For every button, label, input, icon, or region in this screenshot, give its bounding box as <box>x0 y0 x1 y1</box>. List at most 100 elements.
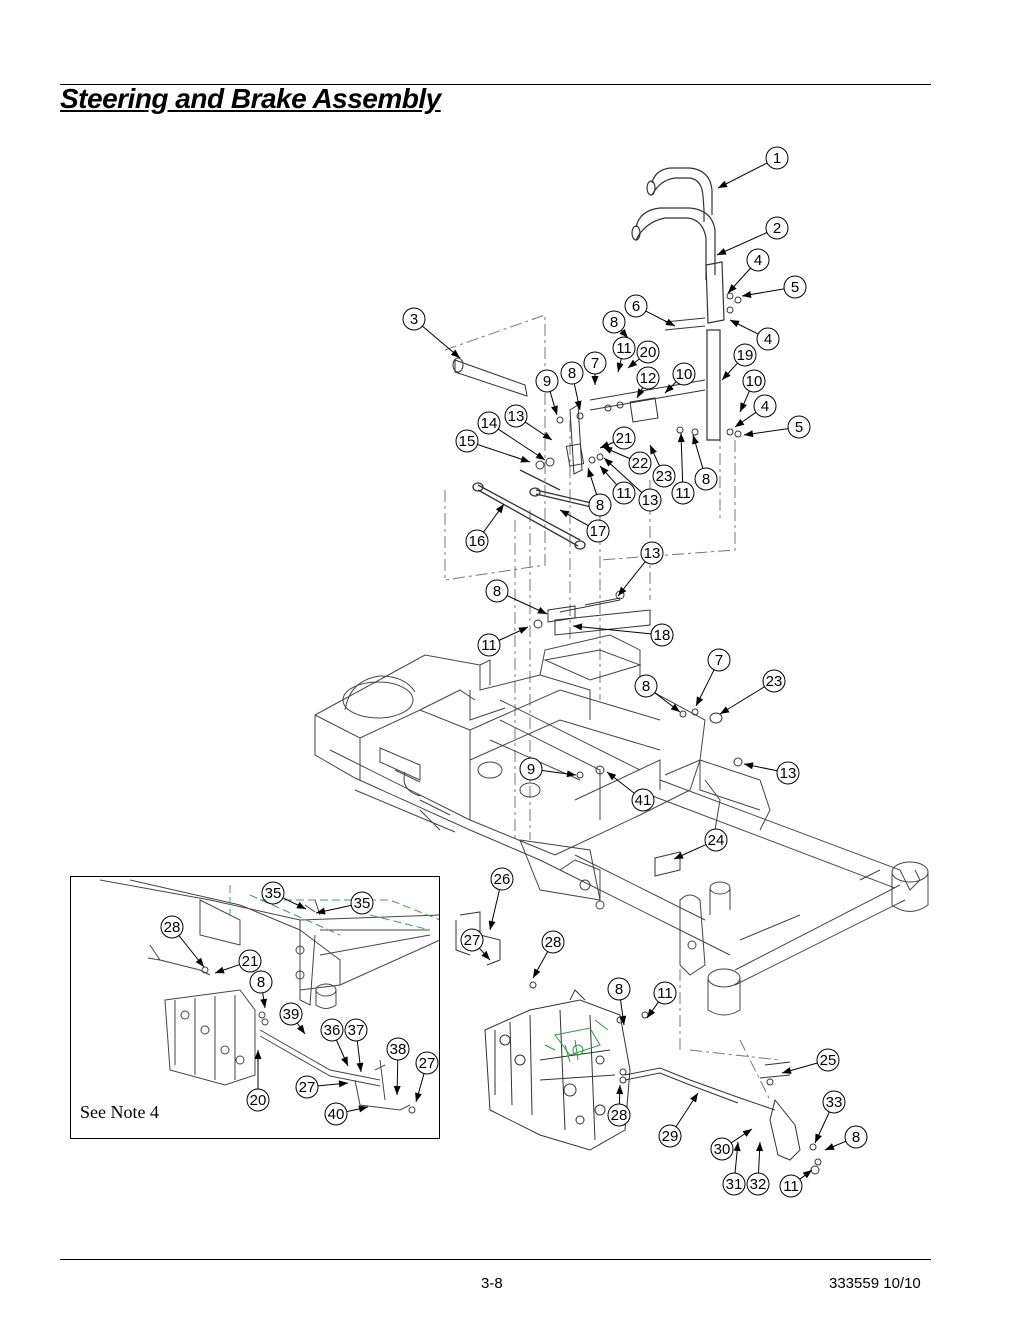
callout-label-32: 32 <box>750 1176 767 1193</box>
callout-circle-3 <box>402 307 426 331</box>
callout-label-28: 28 <box>611 1107 628 1124</box>
center-bracket <box>533 590 651 636</box>
callout-label-8: 8 <box>568 365 576 382</box>
callout-label-20: 20 <box>250 1092 267 1109</box>
callout-circle-14 <box>477 411 501 435</box>
callout-label-8: 8 <box>493 583 501 600</box>
callout-label-37: 37 <box>348 1022 365 1039</box>
callout-arrow-25 <box>782 1067 792 1074</box>
callout-label-8: 8 <box>596 497 604 514</box>
callout-arrow-13 <box>604 458 614 467</box>
callout-label-23: 23 <box>656 468 673 485</box>
callout-arrow-40 <box>358 1105 368 1113</box>
callout-circle-4 <box>756 327 780 351</box>
callout-arrow-4 <box>735 418 745 427</box>
callout-arrow-11 <box>518 627 528 634</box>
callout-label-21: 21 <box>242 953 259 970</box>
callout-circle-9 <box>535 369 559 393</box>
callout-circle-9 <box>519 757 543 781</box>
callout-label-8: 8 <box>615 981 623 998</box>
callout-arrow-8 <box>260 998 268 1008</box>
callout-arrow-28 <box>533 968 541 978</box>
callout-circle-8 <box>602 310 626 334</box>
assembly-center-lines <box>444 314 781 1101</box>
callout-leader-2 <box>716 232 768 256</box>
callout-label-38: 38 <box>390 1041 407 1058</box>
callout-arrow-15 <box>520 455 530 463</box>
callout-circle-31 <box>722 1172 746 1196</box>
callout-circle-27 <box>295 1075 319 1099</box>
callout-circle-32 <box>746 1172 770 1196</box>
rear-frame-tubes <box>519 759 929 1016</box>
callout-label-5: 5 <box>795 419 803 436</box>
callout-label-11: 11 <box>616 485 632 502</box>
callout-circle-8 <box>560 361 584 385</box>
callout-arrow-31 <box>733 1142 741 1152</box>
callout-circle-4 <box>753 394 777 418</box>
callout-label-10: 10 <box>676 366 693 383</box>
callout-label-8: 8 <box>257 974 265 991</box>
callout-circle-22 <box>628 451 652 475</box>
callout-arrow-13 <box>618 586 627 596</box>
callout-arrow-8 <box>670 703 680 712</box>
callout-label-8: 8 <box>610 314 618 331</box>
callout-arrow-13 <box>542 432 552 440</box>
callout-label-1: 1 <box>773 150 781 167</box>
page-title: Steering and Brake Assembly <box>60 83 441 114</box>
callout-arrow-23 <box>720 706 730 714</box>
callout-circle-13 <box>640 541 664 565</box>
bottom-rule <box>60 1259 931 1260</box>
callout-circle-18 <box>650 623 674 647</box>
callout-circle-13 <box>504 404 528 428</box>
callout-circle-2 <box>765 216 789 240</box>
inset-detail-drawing <box>99 879 441 1114</box>
steering-handle-1 <box>646 167 713 222</box>
callout-circle-13 <box>776 761 800 785</box>
callout-circle-8 <box>694 467 718 491</box>
callout-label-19: 19 <box>737 347 754 364</box>
callout-circle-8 <box>844 1125 868 1149</box>
tie-rods <box>472 469 601 550</box>
callout-arrow-28 <box>616 1085 624 1095</box>
inset-note: See Note 4 <box>80 1102 159 1122</box>
callout-circle-7 <box>707 648 731 672</box>
callout-label-17: 17 <box>590 523 607 540</box>
callout-arrow-8 <box>537 607 547 614</box>
callout-circle-7 <box>583 351 607 375</box>
callout-arrow-27 <box>481 950 490 960</box>
callout-arrow-36 <box>341 1056 348 1066</box>
callout-arrow-21 <box>215 966 225 974</box>
callout-arrow-6 <box>665 318 675 326</box>
callout-arrow-19 <box>722 371 731 380</box>
callout-label-4: 4 <box>761 398 769 415</box>
callout-arrow-13 <box>744 762 754 770</box>
callout-label-31: 31 <box>726 1176 743 1193</box>
brake-rod <box>616 1011 822 1175</box>
callout-label-28: 28 <box>164 919 181 936</box>
callout-label-24: 24 <box>708 832 725 849</box>
callout-circle-1 <box>765 146 789 170</box>
callout-label-35: 35 <box>265 885 282 902</box>
callout-circle-26 <box>490 867 514 891</box>
callout-arrow-35 <box>296 901 306 909</box>
callout-label-22: 22 <box>632 455 649 472</box>
callout-circle-11 <box>612 481 636 505</box>
document-code: 333559 10/10 <box>829 1275 921 1292</box>
callout-leader-15 <box>477 444 531 463</box>
callout-label-13: 13 <box>644 545 661 562</box>
callout-arrow-11 <box>647 1008 656 1018</box>
callout-circle-10 <box>672 362 696 386</box>
callout-arrow-39 <box>296 1024 305 1034</box>
callout-arrow-20 <box>628 359 638 368</box>
callout-leader-1 <box>717 162 768 189</box>
callout-circle-21 <box>238 949 262 973</box>
callout-label-27: 27 <box>299 1079 316 1096</box>
callout-circle-21 <box>612 426 636 450</box>
callout-label-26: 26 <box>494 871 511 888</box>
callout-arrow-14 <box>535 452 545 460</box>
callout-arrow-10 <box>740 402 747 412</box>
callout-label-13: 13 <box>780 765 797 782</box>
callout-label-13: 13 <box>642 492 659 509</box>
callout-arrow-38 <box>393 1085 401 1095</box>
